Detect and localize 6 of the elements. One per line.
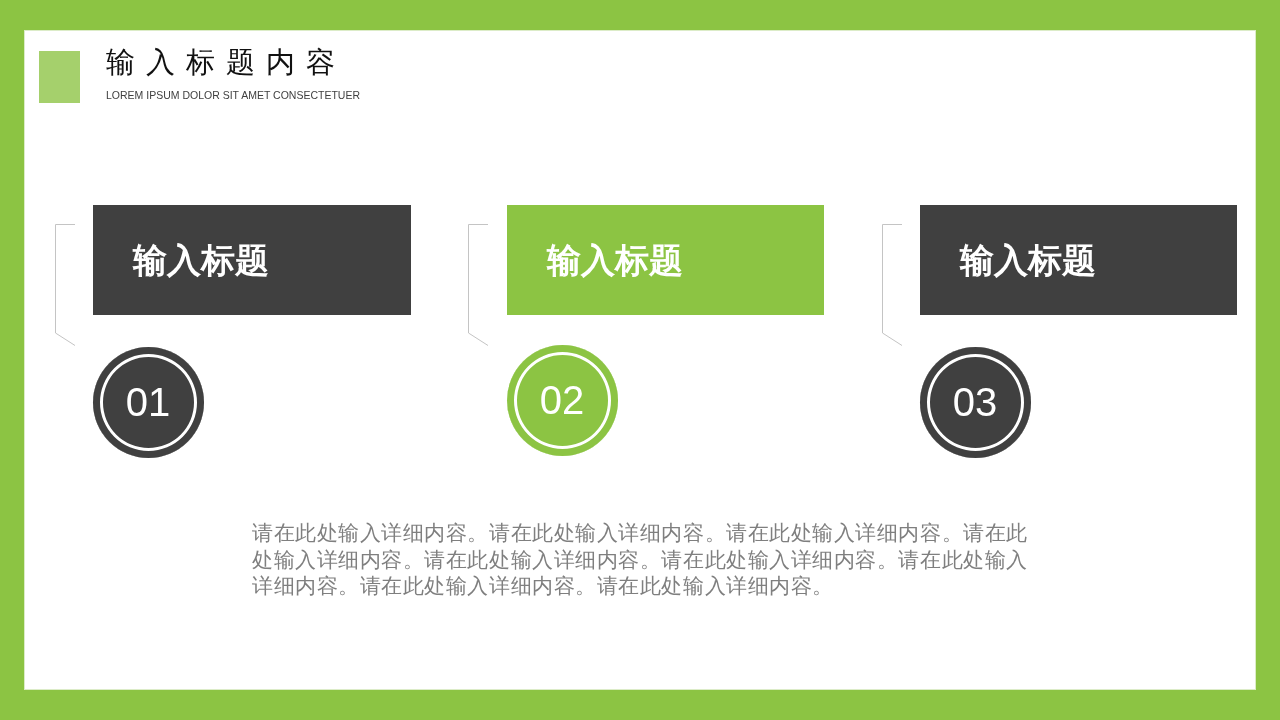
slide-title: 输入标题内容	[106, 44, 346, 80]
title-box: 输入标题	[507, 205, 824, 315]
title-box: 输入标题	[920, 205, 1237, 315]
title-box: 输入标题	[93, 205, 411, 315]
body-paragraph: 请在此处输入详细内容。请在此处输入详细内容。请在此处输入详细内容。请在此处输入详细内容。请在此处输入详细内容。请在此处输入详细内容。请在此处输入详细内容。请在此处输入详细内容。请在此处输入详细内容。	[252, 520, 1029, 600]
subtitle: LOREM IPSUM DOLOR SIT AMET CONSECTETUER	[106, 89, 360, 101]
